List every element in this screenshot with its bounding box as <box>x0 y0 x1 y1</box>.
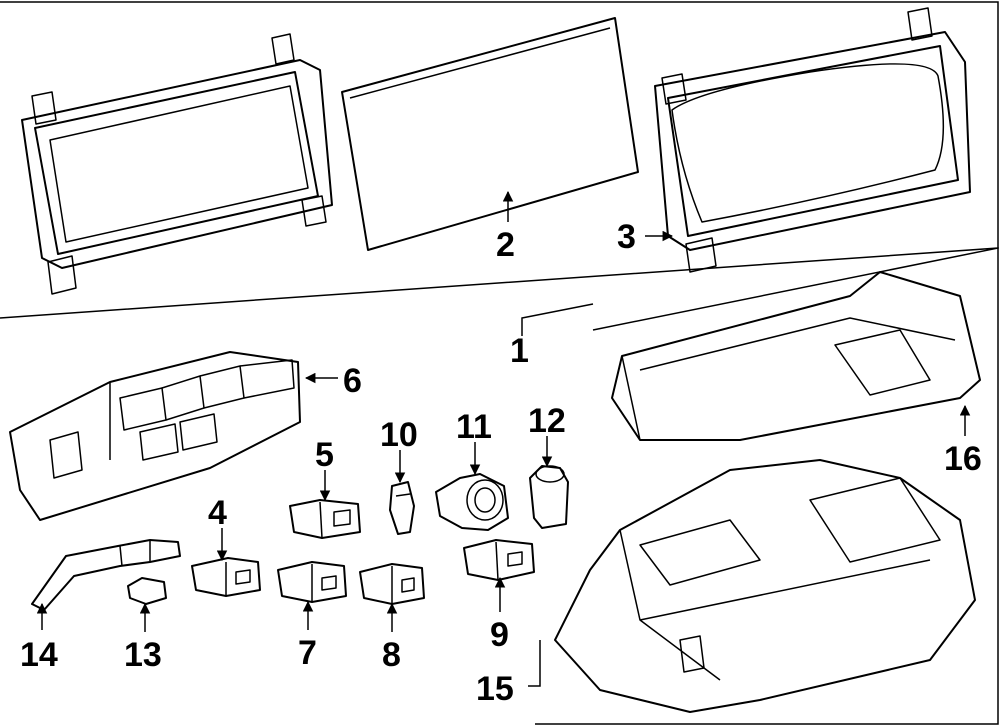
part-12-lighter <box>529 465 569 529</box>
callout-3: 3 <box>617 218 636 256</box>
part-15-relay-box <box>554 459 976 713</box>
top-group-frame <box>0 1 999 319</box>
part-9-switch <box>463 539 535 581</box>
callout-4: 4 <box>208 494 227 532</box>
part-14-harness <box>31 539 181 611</box>
part-4-switch <box>191 557 261 597</box>
part-6-switch-panel <box>9 351 301 521</box>
callout-9: 9 <box>490 616 509 654</box>
callout-13: 13 <box>124 636 162 674</box>
callout-5: 5 <box>315 436 334 474</box>
part-5-switch <box>289 499 361 539</box>
callout-16: 16 <box>944 440 982 478</box>
part-3-cluster-bezel <box>654 7 971 273</box>
part-13-clip <box>127 577 167 605</box>
part-cluster-frame-left <box>21 33 333 295</box>
callout-1: 1 <box>510 332 529 370</box>
callout-8: 8 <box>382 636 401 674</box>
part-16-box-cover <box>611 271 981 441</box>
callout-10: 10 <box>380 416 418 454</box>
right-group-frame <box>535 247 999 725</box>
callout-14: 14 <box>20 636 58 674</box>
part-8-switch <box>359 563 425 605</box>
part-7-switch <box>277 561 347 603</box>
callout-15: 15 <box>476 670 514 708</box>
callout-11: 11 <box>456 408 492 446</box>
callout-12: 12 <box>528 402 566 440</box>
callout-7: 7 <box>298 634 317 672</box>
part-11-outlet <box>435 473 509 531</box>
callout-6: 6 <box>343 362 362 400</box>
part-10-bulb-socket <box>389 481 415 535</box>
part-2-display-panel <box>341 17 639 251</box>
callout-2: 2 <box>496 226 515 264</box>
